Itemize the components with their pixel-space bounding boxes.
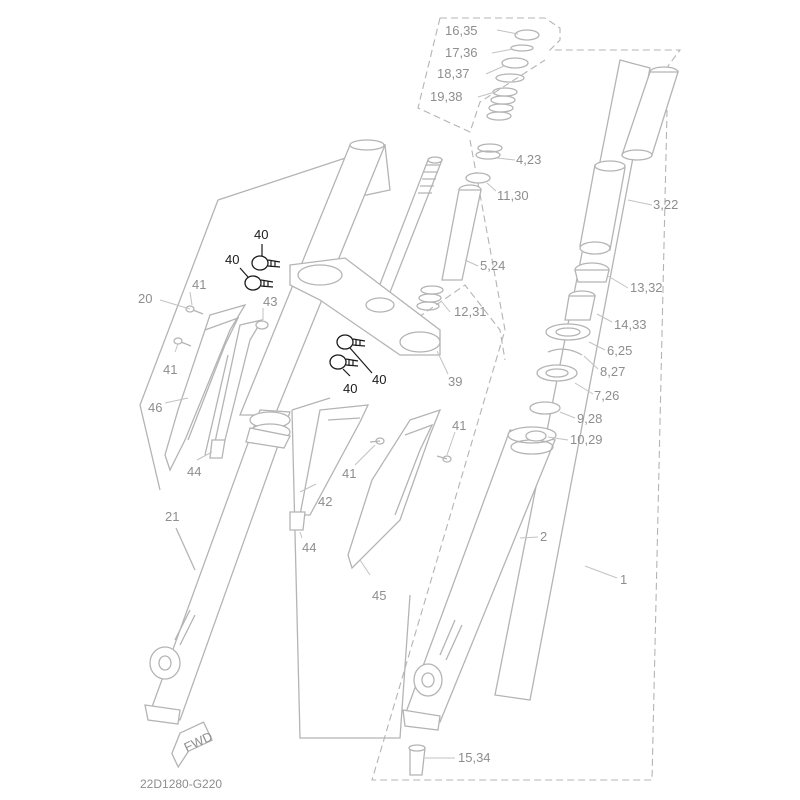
callout-13-32: 13,32 [630, 280, 663, 295]
callout-11-30: 11,30 [497, 188, 529, 203]
callout-39: 39 [448, 374, 462, 389]
callout-41-d: 41 [452, 418, 466, 433]
callout-19-38: 19,38 [430, 89, 463, 104]
callout-16-35: 16,35 [445, 23, 478, 38]
callout-40-a: 40 [254, 227, 268, 242]
callout-10-29: 10,29 [570, 432, 603, 447]
left-damper-rod [371, 156, 443, 306]
damper-cartridge [416, 29, 540, 311]
callout-20: 20 [138, 291, 152, 306]
group-outline-left-fork [217, 144, 391, 201]
callout-9-28: 9,28 [577, 411, 602, 426]
callout-12-31: 12,31 [454, 304, 487, 319]
callout-8-27: 8,27 [600, 364, 625, 379]
callout-44-a: 44 [187, 464, 201, 479]
group-outline-top [440, 17, 682, 67]
drawing-code: 22D1280-G220 [140, 777, 222, 791]
callout-1: 1 [620, 572, 627, 587]
callout-42: 42 [318, 494, 332, 509]
callout-40-c: 40 [372, 372, 386, 387]
right-fork-seals [525, 262, 610, 442]
callout-15-34: 15,34 [458, 750, 491, 765]
callout-45: 45 [372, 588, 386, 603]
group-outline-leader-2 [399, 284, 506, 361]
callout-41-a: 41 [192, 277, 206, 292]
group-outline-cartridge [417, 17, 546, 133]
right-fork-inner-tube [494, 59, 679, 701]
callout-4-23: 4,23 [516, 152, 541, 167]
callout-2: 2 [540, 529, 547, 544]
callout-3-22: 3,22 [653, 197, 678, 212]
left-fork-guard [164, 303, 264, 472]
leader-lines [159, 29, 653, 759]
callout-5-24: 5,24 [480, 258, 505, 273]
group-outline-guard [291, 409, 411, 739]
fwd-arrow-icon: FWD [171, 721, 215, 769]
group-outline-left-side [139, 199, 219, 491]
callout-46: 46 [148, 400, 162, 415]
callout-44-b: 44 [302, 540, 316, 555]
callout-17-36: 17,36 [445, 45, 478, 60]
callout-43: 43 [263, 294, 277, 309]
callout-6-25: 6,25 [607, 343, 632, 358]
callout-21: 21 [165, 509, 179, 524]
callout-41-c: 41 [342, 466, 356, 481]
callout-14-33: 14,33 [614, 317, 647, 332]
pinch-bolts [244, 255, 366, 370]
lower-bracket [289, 257, 441, 356]
callout-40-b: 40 [225, 252, 239, 267]
right-fork-guard [289, 404, 442, 570]
callout-40-d: 40 [343, 381, 357, 396]
callout-18-37: 18,37 [437, 66, 470, 81]
leader-21 [175, 527, 196, 571]
group-outline-right-fork [371, 65, 669, 781]
callout-41-b: 41 [163, 362, 177, 377]
callout-7-26: 7,26 [594, 388, 619, 403]
